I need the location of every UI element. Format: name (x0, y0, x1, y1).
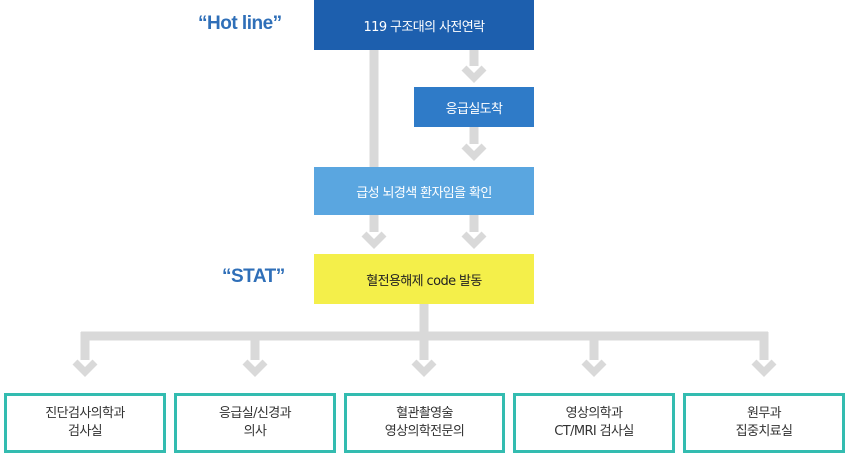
chevron-down-icon (242, 359, 268, 377)
dept-admin-line2: 집중치료실 (735, 424, 793, 439)
step-precall-text: 119 구조대의 사전연락 (363, 19, 486, 35)
step-arrival-box: 응급실도착 (414, 87, 534, 127)
chevron-down-icon (411, 359, 437, 377)
chevron-down-icon (461, 231, 487, 249)
chevron-down-icon (461, 65, 487, 83)
dept-radiology-line2: CT/MRI 검사실 (554, 424, 634, 439)
dept-er-line2: 의사 (243, 424, 267, 439)
dept-box-angiography: 혈관촬영술 영상의학전문의 (344, 393, 505, 453)
dept-admin-line1: 원무과 (746, 406, 782, 421)
step-confirm-text: 급성 뇌경색 환자임을 확인 (356, 185, 492, 201)
dept-er-line1: 응급실/신경과 (219, 406, 292, 421)
dept-box-radiology: 영상의학과 CT/MRI 검사실 (513, 393, 675, 453)
dept-box-er-neuro: 응급실/신경과 의사 (174, 393, 336, 453)
dept-radiology-line1: 영상의학과 (565, 406, 623, 421)
dept-box-admin-icu: 원무과 집중치료실 (683, 393, 845, 453)
dept-box-lab: 진단검사의학과 검사실 (4, 393, 166, 453)
step-arrival-text: 응급실도착 (445, 101, 503, 117)
step-code-text: 혈전용해제 code 발동 (366, 273, 482, 289)
chevron-down-icon (581, 359, 607, 377)
step-confirm-box: 급성 뇌경색 환자임을 확인 (314, 167, 534, 215)
dept-angio-line2: 영상의학전문의 (384, 424, 465, 439)
step-code-box: 혈전용해제 code 발동 (314, 254, 534, 304)
chevron-down-icon (72, 359, 98, 377)
stat-label: “STAT” (222, 266, 285, 287)
hotline-label: “Hot line” (198, 13, 282, 34)
chevron-down-icon (751, 359, 777, 377)
chevron-down-icon (461, 143, 487, 161)
chevron-down-icon (361, 231, 387, 249)
step-precall-box: 119 구조대의 사전연락 (314, 0, 534, 50)
dept-lab-line1: 진단검사의학과 (45, 406, 125, 421)
dept-lab-line2: 검사실 (67, 424, 103, 439)
dept-angio-line1: 혈관촬영술 (396, 406, 453, 421)
